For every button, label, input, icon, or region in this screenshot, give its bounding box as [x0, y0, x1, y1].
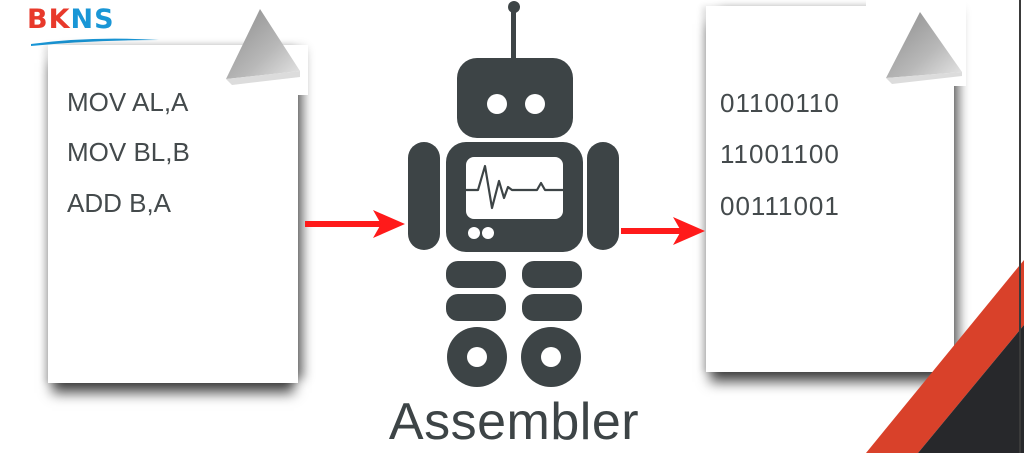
bkns-logo: BKNS	[27, 4, 167, 50]
page-fold-icon	[866, 0, 966, 86]
output-line-2: 11001100	[720, 139, 840, 169]
logo-swoosh-icon	[31, 38, 159, 46]
source-line-1: MOV AL,A	[67, 87, 189, 117]
right-edge-line	[1019, 0, 1021, 453]
logo-text-blue: NS	[70, 4, 115, 35]
logo-text: BKNS	[27, 4, 115, 36]
output-line-3: 00111001	[720, 191, 840, 221]
arrow-right-icon	[305, 210, 405, 238]
source-code-document: MOV AL,A MOV BL,B ADD B,A	[48, 9, 308, 383]
assembler-label: Assembler	[388, 393, 640, 451]
arrow-right-icon	[621, 217, 705, 245]
page-fold-icon	[208, 9, 308, 95]
source-line-3: ADD B,A	[67, 188, 172, 218]
output-line-1: 01100110	[720, 88, 840, 118]
source-line-2: MOV BL,B	[67, 137, 190, 167]
logo-text-red: BK	[27, 4, 71, 35]
heartbeat-screen-icon	[466, 157, 563, 219]
robot-head-icon	[457, 58, 573, 138]
